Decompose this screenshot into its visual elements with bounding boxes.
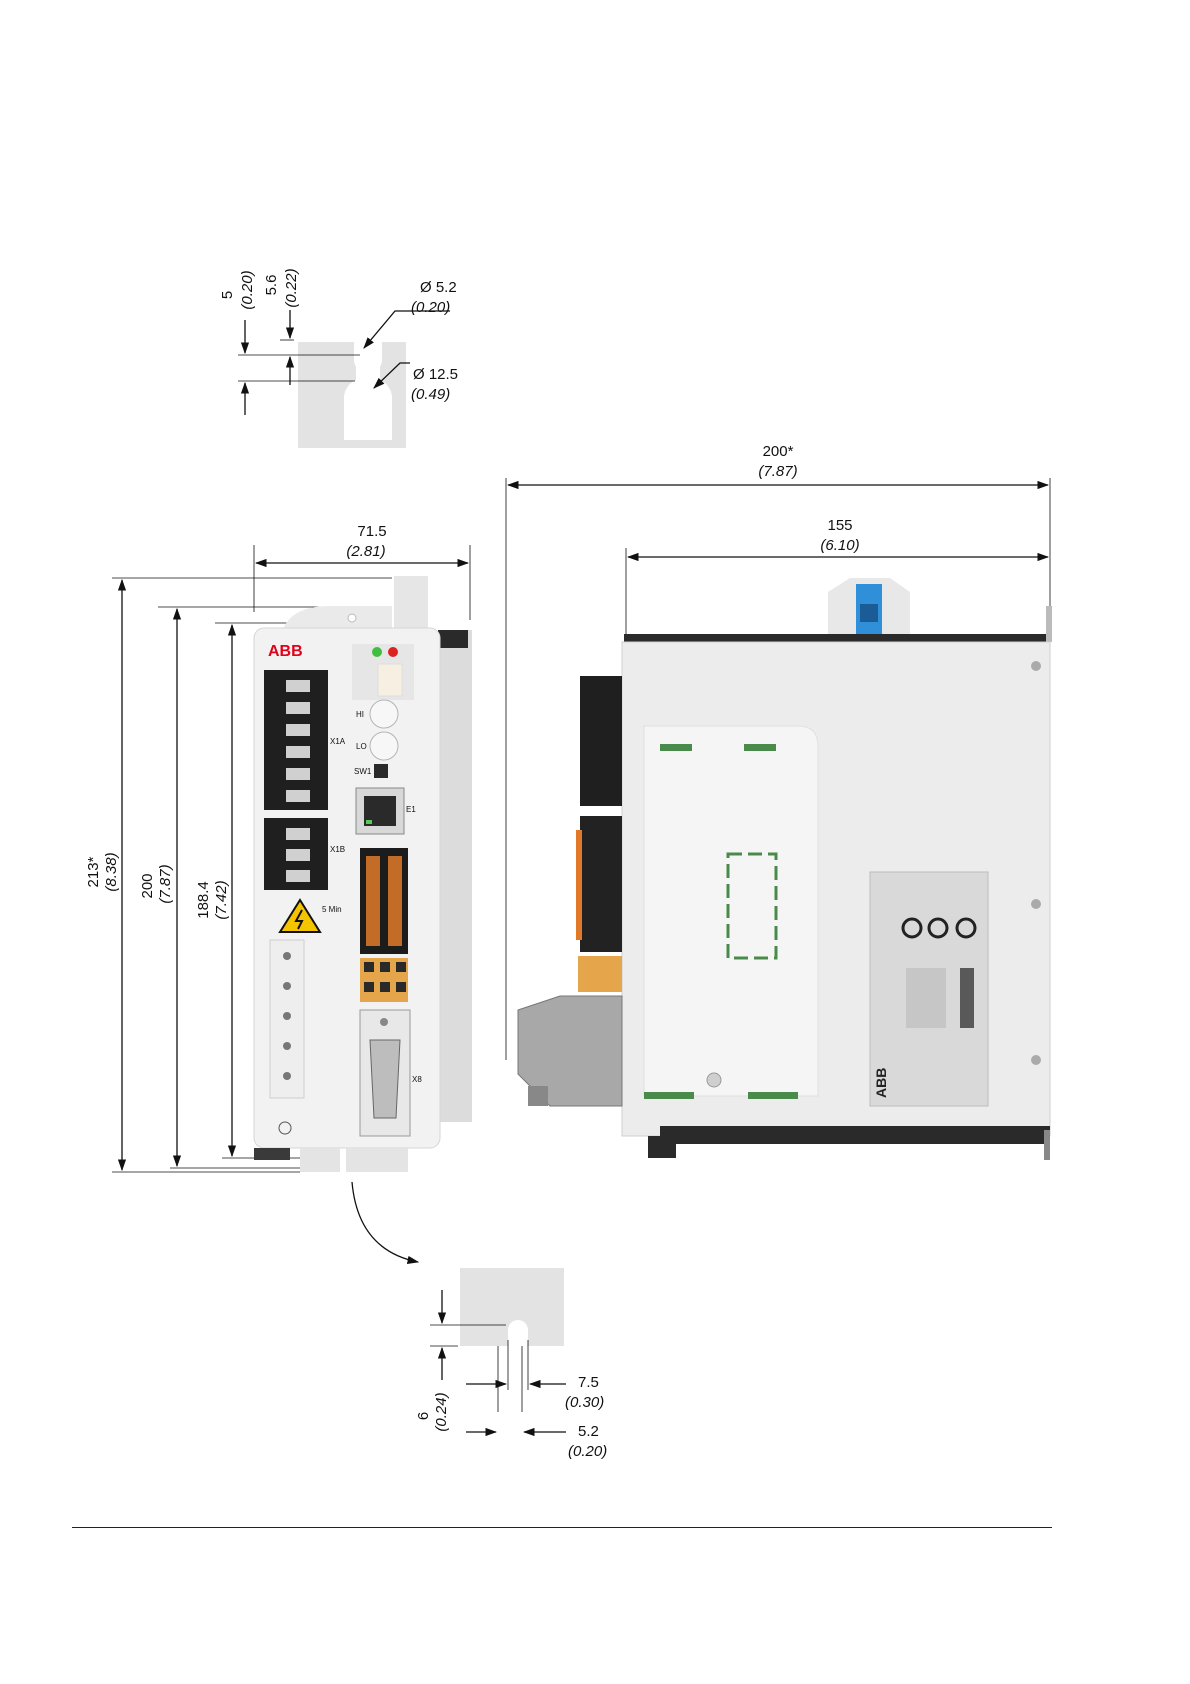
height-200-label: 200 bbox=[139, 873, 156, 898]
dim-5-label: 5 bbox=[219, 291, 236, 299]
front-top-tab bbox=[394, 576, 428, 630]
drive-side: ABB bbox=[518, 578, 1052, 1160]
dia-12-5-inch-label: (0.49) bbox=[411, 386, 450, 403]
depth-200-label: 200* bbox=[763, 443, 794, 460]
bottom-slot-detail: 6 (0.24) 7.5 (0.30) 5.2 (0.20) bbox=[415, 1268, 607, 1460]
dim-7-5-label: 7.5 bbox=[578, 1374, 599, 1391]
dia-5-2-label: Ø 5.2 bbox=[420, 279, 457, 296]
depth-200-inch-label: (7.87) bbox=[758, 463, 797, 480]
front-heatsink-rail bbox=[438, 630, 472, 1122]
top-slot-detail: 5 (0.20) 5.6 (0.22) Ø 5.2 (0.20) Ø 12.5 … bbox=[219, 268, 458, 448]
dim-5-2-inch-label: (0.20) bbox=[568, 1443, 607, 1460]
five-min-label: 5 Min bbox=[322, 905, 342, 914]
height-188-label: 188.4 bbox=[195, 881, 212, 919]
height-200-inch-label: (7.87) bbox=[157, 864, 174, 903]
dim-5-inch-label: (0.20) bbox=[239, 270, 256, 309]
side-terminal-lower bbox=[580, 816, 622, 952]
height-188-inch-label: (7.42) bbox=[213, 880, 230, 919]
dia-12-5-label: Ø 12.5 bbox=[413, 366, 458, 383]
bottom-detail-arrow bbox=[352, 1182, 418, 1262]
dim-6-label: 6 bbox=[415, 1412, 432, 1420]
side-bottom-rail bbox=[660, 1126, 1050, 1144]
status-led-green bbox=[372, 647, 382, 657]
depth-155-label: 155 bbox=[827, 517, 852, 534]
dim-5-2-label: 5.2 bbox=[578, 1423, 599, 1440]
depth-155-inch-label: (6.10) bbox=[820, 537, 859, 554]
seven-segment-display bbox=[378, 664, 402, 696]
dim-5-6-label: 5.6 bbox=[263, 275, 280, 296]
front-width-inch-label: (2.81) bbox=[346, 543, 385, 560]
front-width-label: 71.5 bbox=[357, 523, 386, 540]
dim-7-5-inch-label: (0.30) bbox=[565, 1394, 604, 1411]
front-view: 71.5 (2.81) 213* (8.38) 200 (7.87) 188.4… bbox=[85, 523, 472, 1262]
side-orange-block bbox=[578, 956, 622, 992]
e1-label: E1 bbox=[406, 805, 416, 814]
height-213-label: 213* bbox=[85, 856, 102, 887]
height-213-inch-label: (8.38) bbox=[103, 852, 120, 891]
x8-label: X8 bbox=[412, 1075, 422, 1084]
dim-5-6-inch-label: (0.22) bbox=[283, 268, 300, 307]
lo-label: LO bbox=[356, 742, 367, 751]
side-screw bbox=[707, 1073, 721, 1087]
x1b-label: X1B bbox=[330, 845, 345, 854]
rotary-switch-lo bbox=[370, 732, 398, 760]
side-view: 200* (7.87) 155 (6.10) bbox=[506, 443, 1052, 1160]
sw1-label: SW1 bbox=[354, 767, 372, 776]
rotary-switch-hi bbox=[370, 700, 398, 728]
hi-label: HI bbox=[356, 710, 364, 719]
footer-rule bbox=[72, 1527, 1052, 1528]
side-abb-logo: ABB bbox=[873, 1068, 889, 1098]
side-terminal-upper bbox=[580, 676, 622, 806]
status-led-red bbox=[388, 647, 398, 657]
x1a-label: X1A bbox=[330, 737, 346, 746]
bottom-slot-bracket bbox=[460, 1268, 564, 1346]
front-abb-logo: ABB bbox=[268, 643, 303, 660]
dim-6-inch-label: (0.24) bbox=[433, 1392, 450, 1431]
drive-front: ABB X1A X1B 5 Min bbox=[254, 576, 472, 1172]
dia-5-2-inch-label: (0.20) bbox=[411, 299, 450, 316]
dip-switch-sw1 bbox=[374, 764, 388, 778]
